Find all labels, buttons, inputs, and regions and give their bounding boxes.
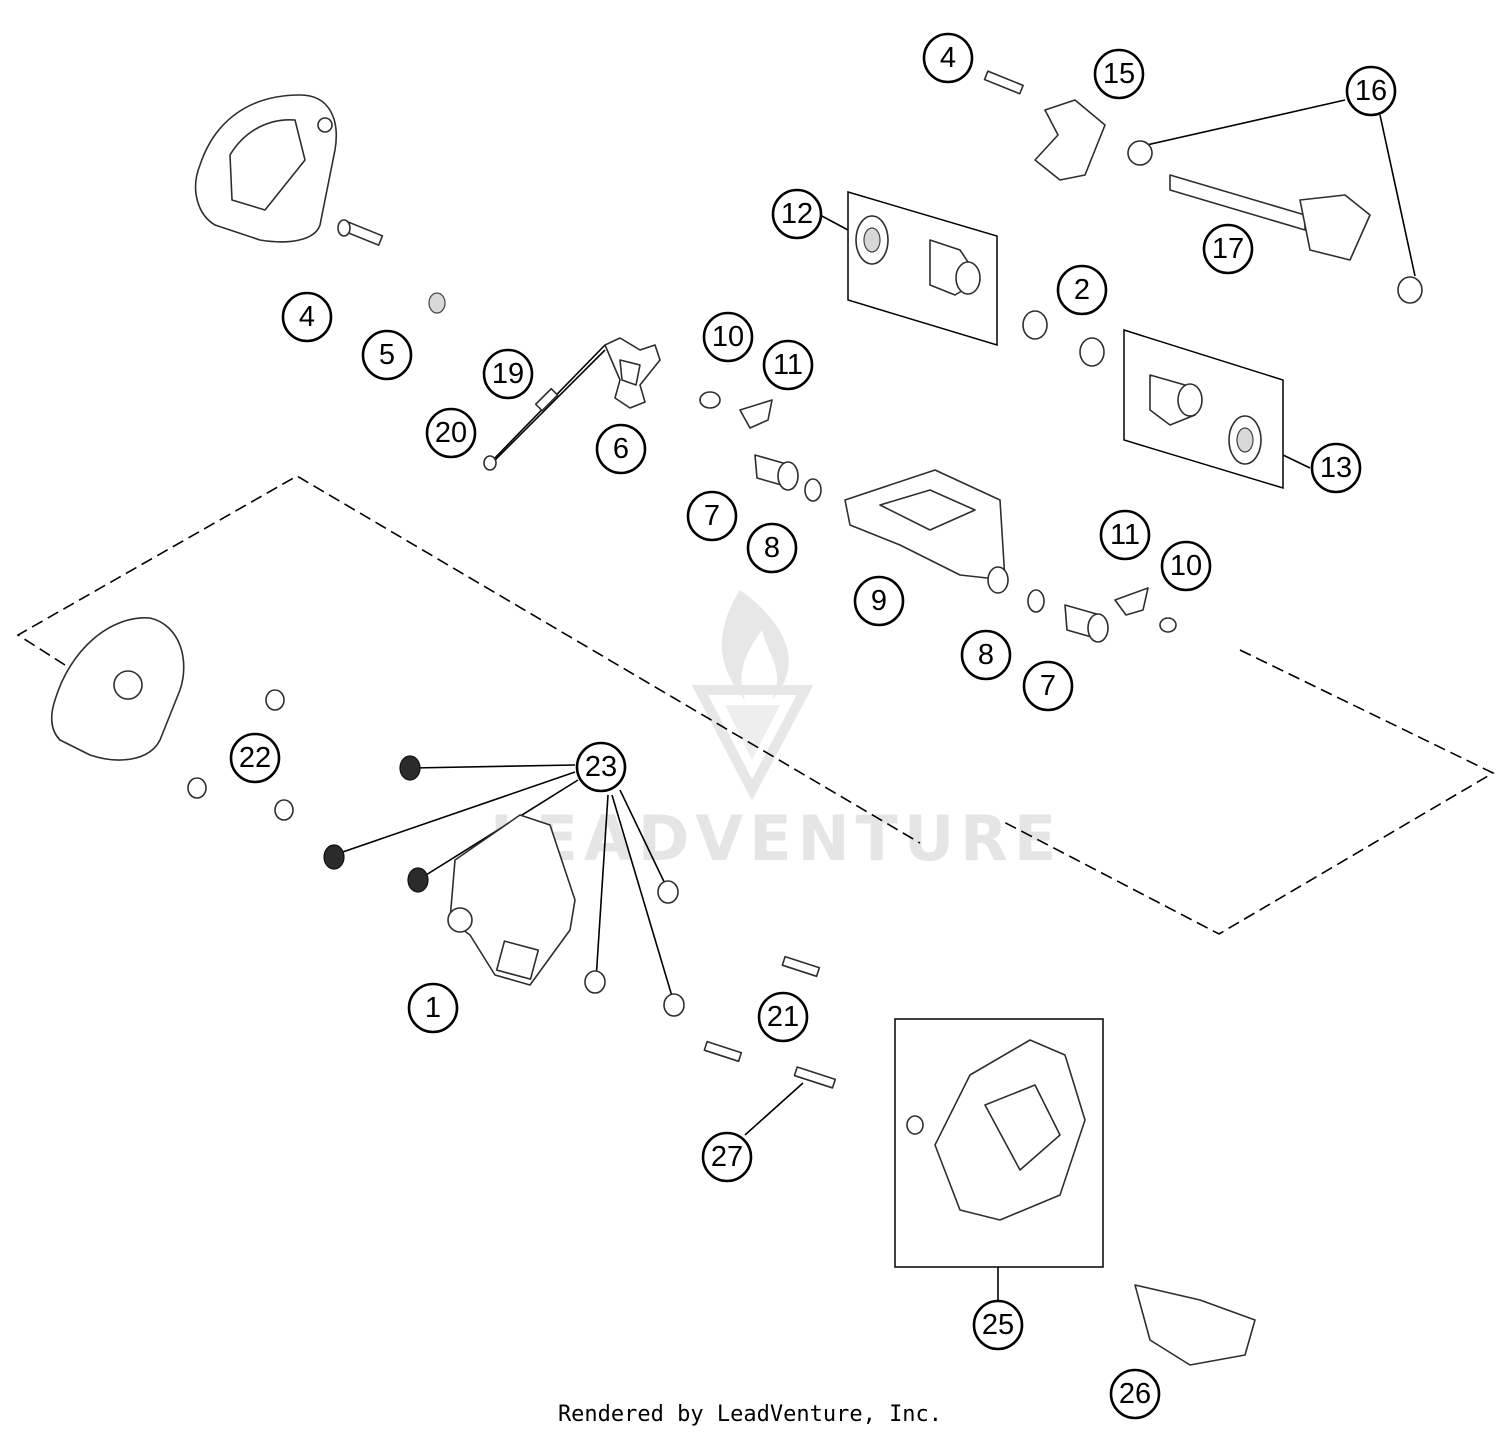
footer-credit: Rendered by LeadVenture, Inc.	[557, 1402, 943, 1427]
part-shift-lever-6	[604, 337, 661, 409]
part-bolt-4-left	[337, 219, 384, 246]
callout-label: 11	[773, 349, 803, 381]
callout: 11	[1099, 509, 1151, 561]
callout-label: 12	[781, 198, 813, 230]
callout: 17	[1202, 223, 1254, 275]
callout: 11	[762, 339, 814, 391]
callout-label: 17	[1212, 233, 1244, 265]
part-washer-5	[428, 292, 446, 314]
callout-label: 16	[1355, 75, 1387, 107]
part-inner-cover	[50, 617, 185, 761]
assembly-boundary-right	[999, 649, 1495, 935]
callout: 7	[686, 490, 738, 542]
part-grommets-23	[323, 755, 685, 1017]
callout: 21	[757, 991, 809, 1043]
callout: 15	[1093, 48, 1145, 100]
watermark: LEADVENTURE	[490, 590, 1062, 875]
part-bushing-7-lower	[1064, 604, 1109, 643]
part-bolts-22	[187, 689, 294, 821]
part-shift-sensor-1	[447, 814, 576, 986]
assembly-boundary	[16, 475, 921, 844]
part-bolt-4-top	[983, 70, 1024, 95]
callout: 12	[771, 188, 823, 240]
callout: 20	[425, 407, 477, 459]
callout: 25	[972, 1299, 1024, 1351]
part-shift-segment-15	[1034, 99, 1106, 181]
callout-label: 27	[711, 1141, 743, 1173]
part-ring-2	[1022, 310, 1105, 367]
callout: 23	[575, 741, 627, 793]
callout: 19	[482, 348, 534, 400]
part-shift-shaft-17	[1169, 174, 1371, 261]
part-spring-19-20	[483, 344, 606, 471]
watermark-text: LEADVENTURE	[490, 802, 1062, 875]
kit-box-12	[847, 190, 998, 347]
part-bearing-13	[1149, 374, 1262, 465]
part-shift-drum-9	[844, 469, 1009, 594]
callout: 6	[595, 423, 647, 475]
callout-label: 13	[1320, 452, 1352, 484]
callout: 16	[1345, 65, 1397, 117]
callout: 10	[1160, 540, 1212, 592]
callout-label: 4	[299, 301, 315, 333]
callout: 13	[1310, 442, 1362, 494]
part-plate-11-upper	[739, 399, 773, 429]
part-protector-25	[906, 1039, 1086, 1221]
callout-label: 9	[871, 585, 887, 617]
callout: 22	[229, 732, 281, 784]
callout: 10	[702, 311, 754, 363]
callout-label: 15	[1103, 58, 1135, 90]
watermark-logo-icon	[691, 590, 814, 801]
part-outer-cover-top	[194, 94, 337, 243]
callout: 7	[1022, 660, 1074, 712]
callout: 26	[1109, 1368, 1161, 1420]
callout: 4	[281, 291, 333, 343]
callout: 2	[1056, 264, 1108, 316]
callout: 1	[407, 982, 459, 1034]
part-screw-10-lower	[1159, 617, 1177, 633]
callout-label: 26	[1119, 1378, 1151, 1410]
callout-label: 25	[982, 1309, 1014, 1341]
callout-label: 19	[492, 358, 524, 390]
part-bushing-16	[1127, 140, 1423, 304]
callout: 9	[853, 575, 905, 627]
callout-label: 6	[613, 433, 629, 465]
part-bushing-7-upper	[754, 454, 799, 491]
part-cover-26	[1134, 1284, 1256, 1366]
callout-label: 4	[940, 42, 956, 74]
callout-label: 10	[1170, 550, 1202, 582]
callout-label: 8	[978, 639, 994, 671]
callouts: 4 15 16 12 17 2 4 5 19 10 11 20 6 13 7 8…	[229, 32, 1397, 1420]
callout-label: 22	[239, 742, 271, 774]
callout: 8	[746, 522, 798, 574]
callout-label: 21	[767, 1001, 799, 1033]
callout-label: 7	[1040, 670, 1056, 702]
callout-label: 5	[379, 339, 395, 371]
part-bolt-27	[793, 1066, 837, 1089]
part-bearing-12	[855, 215, 981, 296]
part-bolts-21	[703, 955, 821, 1063]
part-plate-11-lower	[1114, 587, 1149, 616]
callout: 4	[922, 32, 974, 84]
callout-label: 8	[764, 532, 780, 564]
kit-box-25	[894, 1018, 1104, 1268]
callout-label: 11	[1110, 519, 1140, 551]
callout-label: 7	[704, 500, 720, 532]
part-screw-10-upper	[699, 391, 721, 409]
callout: 5	[361, 329, 413, 381]
leader-lines	[333, 99, 1416, 1300]
callout-label: 2	[1074, 274, 1090, 306]
part-ring-8-upper	[804, 478, 822, 502]
callout: 8	[960, 629, 1012, 681]
kit-box-13	[1123, 328, 1284, 490]
callout-label: 1	[425, 992, 441, 1024]
callout-label: 23	[585, 751, 617, 783]
callout: 27	[701, 1131, 753, 1183]
callout-label: 10	[712, 321, 744, 353]
part-ring-8-lower	[1027, 589, 1045, 613]
callout-label: 20	[435, 417, 467, 449]
